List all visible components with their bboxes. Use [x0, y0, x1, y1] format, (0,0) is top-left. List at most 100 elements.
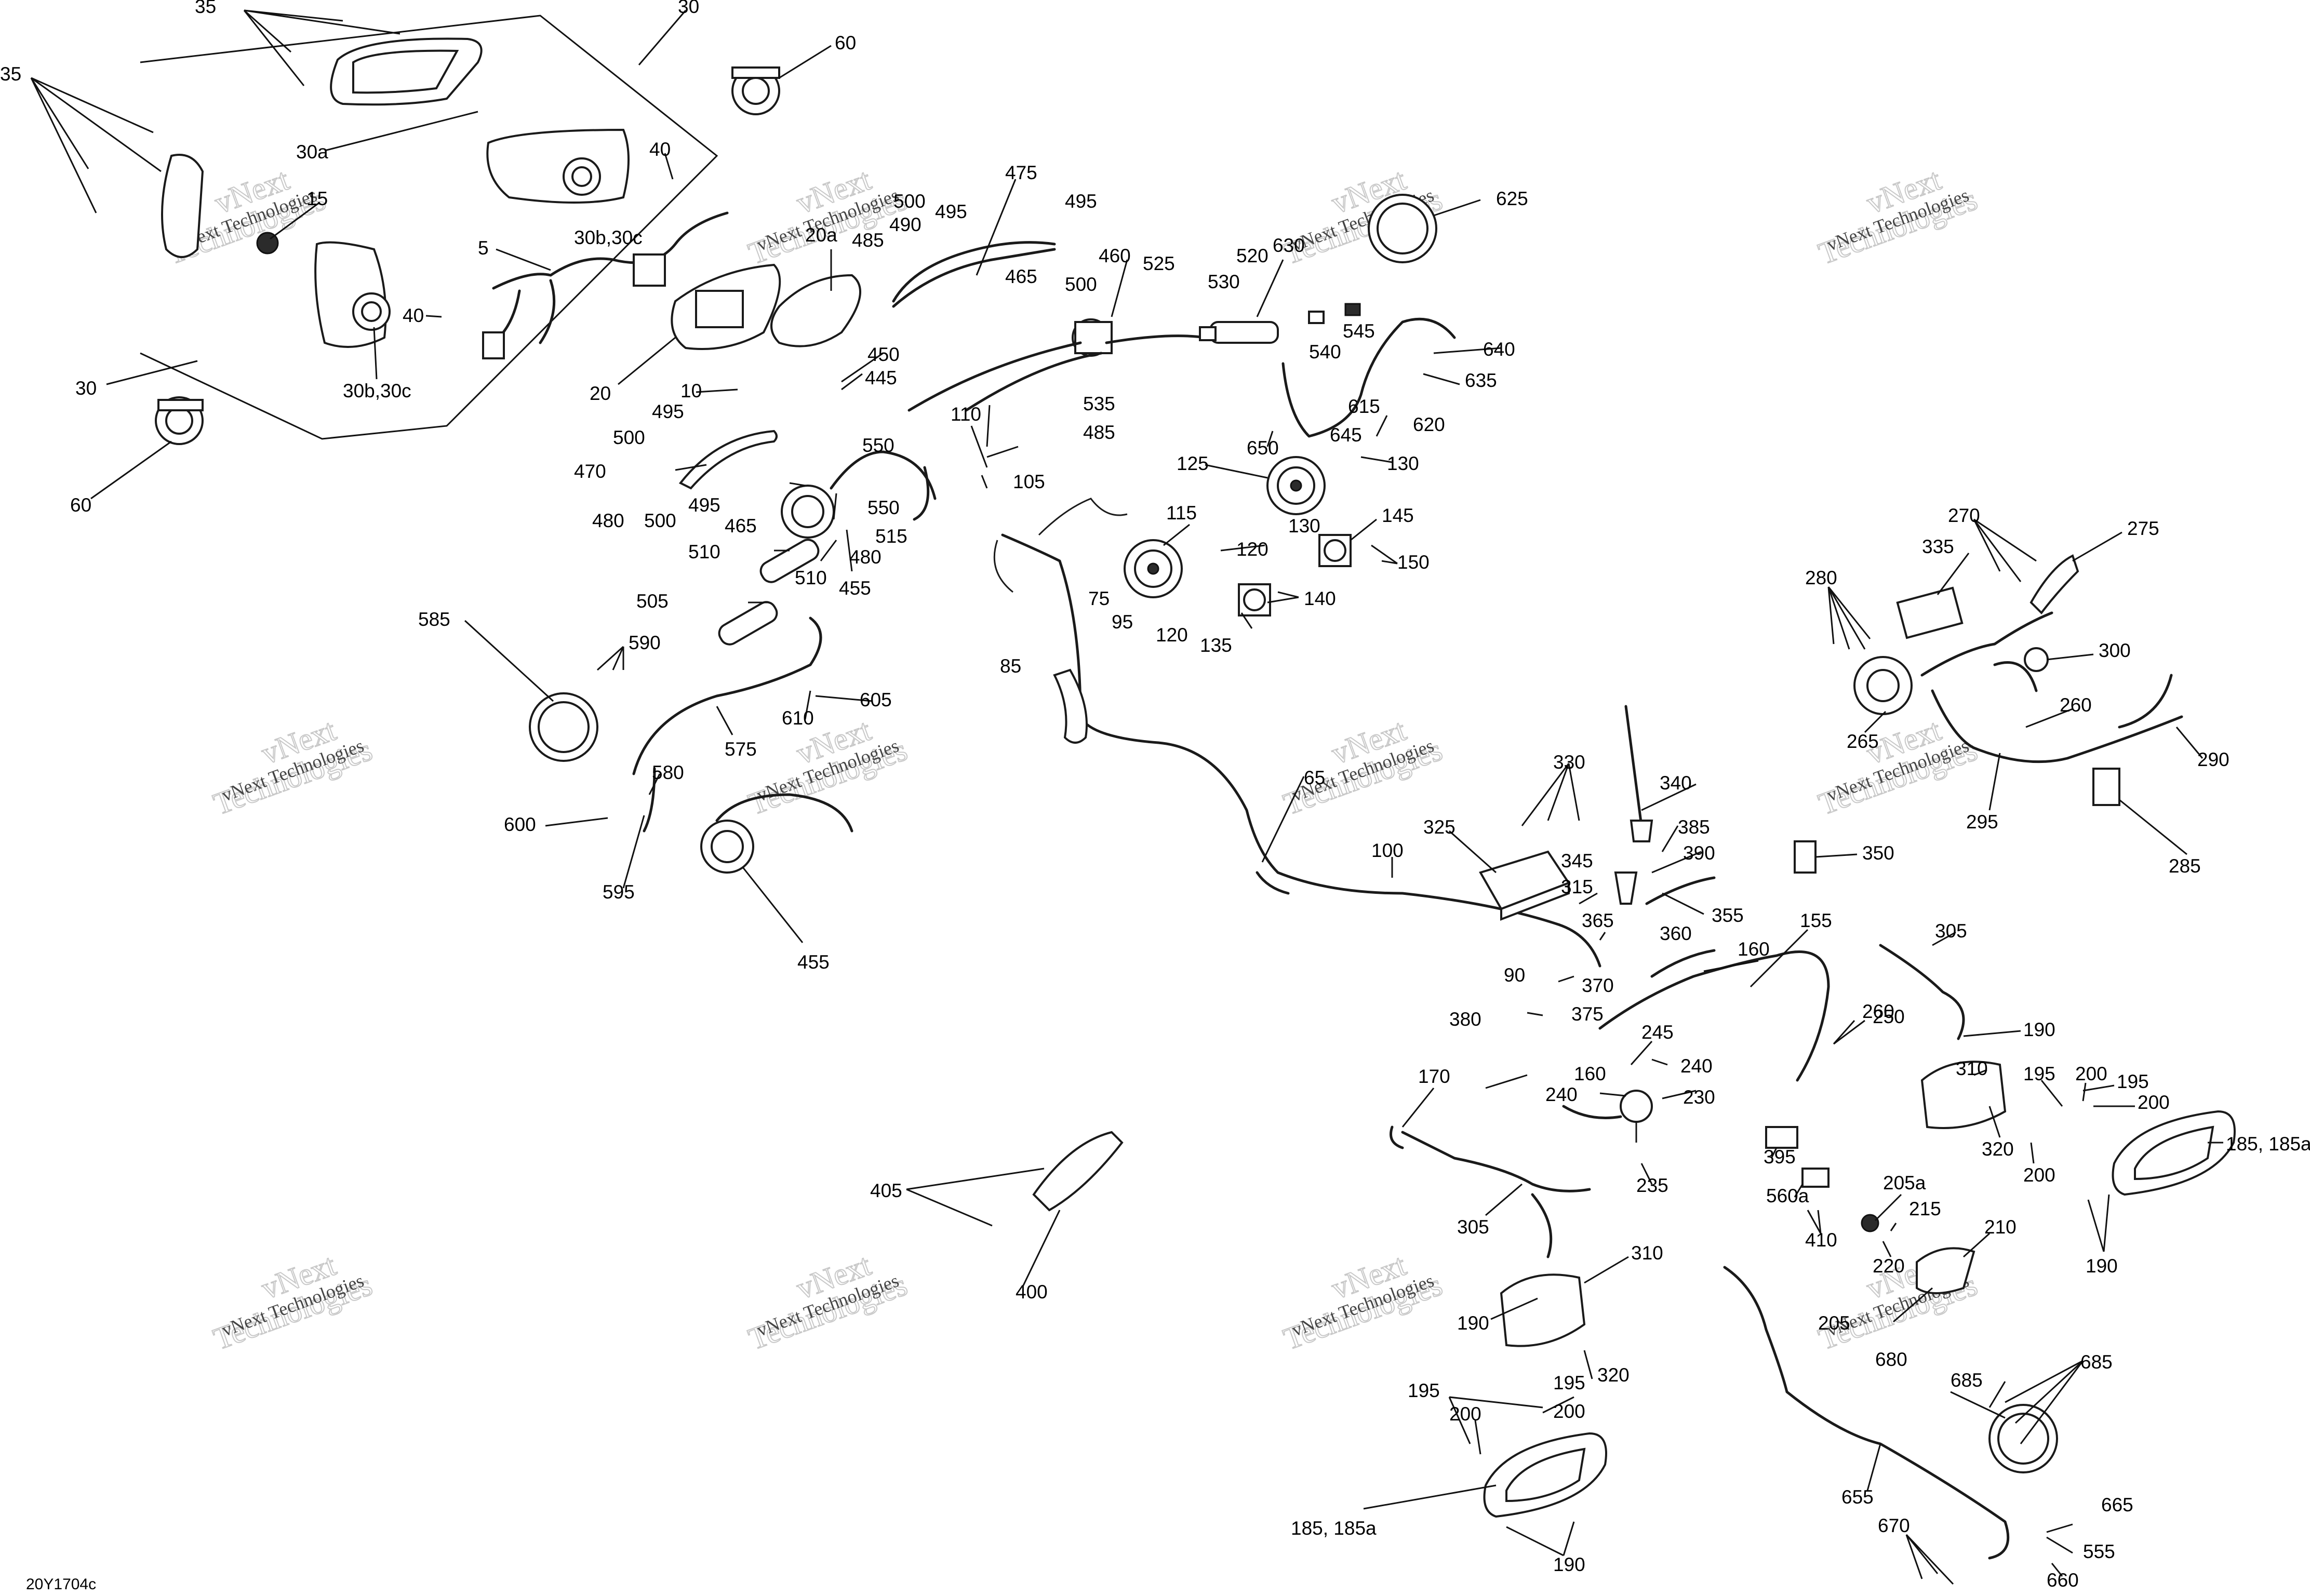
speaker-125 — [1266, 456, 1326, 515]
callout: 475 — [1005, 162, 1037, 183]
component-455-bottom — [700, 820, 754, 874]
callout: 250 — [1873, 1006, 1905, 1027]
callout: 30b,30c — [574, 227, 643, 248]
callout: 630 — [1273, 235, 1305, 256]
callout: 500 — [1065, 274, 1097, 295]
callout: 275 — [2127, 518, 2159, 539]
callout: 5 — [478, 237, 489, 259]
side-lens — [161, 154, 204, 258]
callout: 455 — [839, 578, 871, 599]
watermark: vNext Technologies vNext Technologies — [1278, 712, 1447, 822]
harness-305-right — [1879, 944, 1965, 1040]
callout: 340 — [1660, 772, 1692, 794]
callout: 95 — [1112, 611, 1133, 633]
callout: 190 — [1553, 1554, 1585, 1575]
callout: 510 — [688, 541, 720, 562]
callout: 220 — [1873, 1255, 1905, 1277]
harness-295 — [1920, 611, 2183, 763]
callout: 205 — [1818, 1312, 1850, 1334]
harness-290 — [2118, 674, 2173, 729]
callout: 490 — [889, 214, 922, 235]
speaker-115 — [1124, 539, 1183, 598]
callout: 555 — [2083, 1541, 2115, 1562]
callout: 170 — [1418, 1066, 1450, 1087]
antenna-340 — [1624, 705, 1643, 827]
callout: 680 — [1875, 1349, 1907, 1370]
gauge-20 — [671, 263, 781, 350]
callout: 445 — [865, 367, 897, 388]
callout: 485 — [1083, 422, 1115, 443]
part-395 — [1765, 1126, 1798, 1149]
callout: 605 — [860, 689, 892, 710]
callout: 525 — [1143, 253, 1175, 274]
callout: 270 — [1948, 505, 1980, 526]
callout: 315 — [1561, 876, 1593, 897]
callout: 245 — [1641, 1022, 1674, 1043]
callout: 535 — [1083, 393, 1115, 414]
callout: 625 — [1496, 188, 1528, 209]
callout: 370 — [1582, 975, 1614, 996]
callout: 235 — [1636, 1175, 1668, 1196]
part-275 — [2029, 554, 2079, 615]
callout: 200 — [2023, 1164, 2055, 1186]
module-335 — [1896, 586, 1964, 639]
harness-305-lower — [1401, 1131, 1591, 1258]
callout: 200 — [1449, 1403, 1481, 1425]
callout: 40 — [649, 139, 671, 160]
callout: 10 — [680, 380, 702, 401]
callout: 285 — [2169, 855, 2201, 877]
bracket-345 — [1614, 871, 1638, 905]
callout: 125 — [1177, 453, 1209, 474]
callout: 195 — [2023, 1063, 2055, 1084]
speaker-265 — [1853, 656, 1913, 715]
component-455-top — [781, 485, 835, 539]
callout: 355 — [1712, 905, 1744, 926]
part-470 — [678, 430, 778, 490]
callout: 590 — [629, 632, 661, 653]
connector-285 — [2092, 768, 2120, 806]
projector-60-top — [731, 66, 780, 115]
callout: 30a — [296, 141, 328, 163]
callout: 200 — [2075, 1063, 2107, 1084]
callout: 30 — [75, 378, 97, 399]
callout: 195 — [1553, 1372, 1585, 1393]
callout: 600 — [504, 814, 536, 835]
callout: 495 — [652, 401, 684, 422]
headlight-housing — [486, 128, 630, 204]
callout: 595 — [603, 881, 635, 903]
callout: 60 — [835, 32, 856, 53]
callout: 500 — [893, 191, 926, 212]
callout: 140 — [1304, 588, 1336, 609]
callout: 495 — [935, 201, 967, 222]
watermark: vNext Technologies vNext Technologies — [743, 712, 912, 822]
callout: 295 — [1966, 811, 1998, 833]
callout: 350 — [1862, 842, 1894, 864]
callout: 330 — [1553, 752, 1585, 773]
callout: 290 — [2197, 749, 2229, 770]
callout: 75 — [1088, 588, 1110, 609]
callout: 135 — [1200, 635, 1232, 656]
callout: 320 — [1597, 1364, 1630, 1386]
callout: 470 — [574, 461, 606, 482]
harness-155 — [1598, 950, 1830, 1082]
callout: 185, 185a — [2226, 1133, 2310, 1155]
callout: 665 — [2101, 1494, 2133, 1515]
callout: 120 — [1156, 624, 1188, 646]
callout: 115 — [1166, 502, 1197, 524]
callout: 560a — [1766, 1185, 1809, 1206]
callout: 610 — [782, 707, 814, 729]
watermark: vNext Technologies vNext Technologies — [1813, 162, 1982, 272]
callout: 155 — [1800, 910, 1832, 931]
watermark: vNext Technologies vNext Technologies — [208, 712, 377, 822]
callout: 160 — [1574, 1063, 1606, 1084]
callout: 385 — [1678, 816, 1710, 838]
callout: 90 — [1504, 964, 1525, 986]
callout: 40 — [403, 305, 424, 326]
callout: 450 — [867, 344, 900, 365]
callout: 105 — [1013, 471, 1045, 492]
callout: 480 — [849, 546, 882, 568]
callout: 635 — [1465, 370, 1497, 391]
tweeter-135 — [1238, 583, 1271, 616]
tweeter-145 — [1318, 534, 1352, 567]
